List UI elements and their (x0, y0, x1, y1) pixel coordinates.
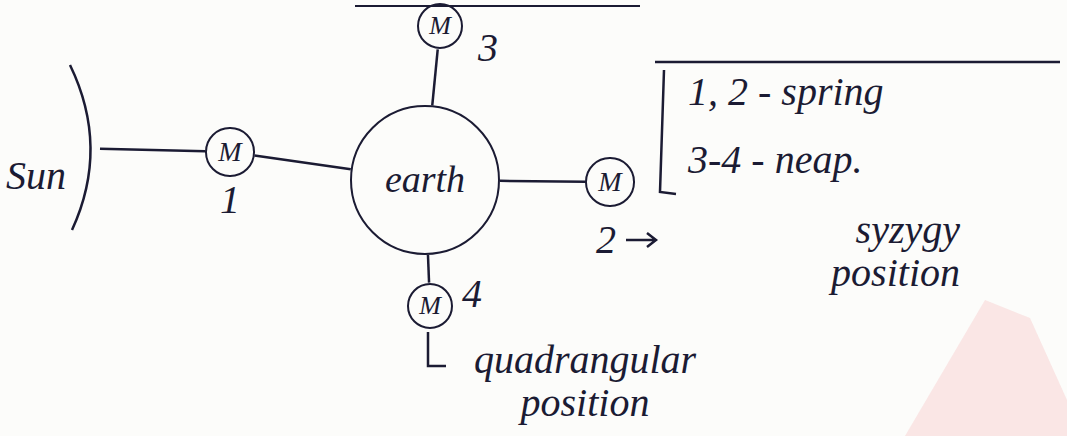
node-text: M (429, 12, 451, 39)
leader-line (428, 332, 446, 366)
note-label: 2 (596, 218, 616, 261)
note-label: syzygy position (720, 208, 960, 294)
note-label: 1, 2 - spring (688, 70, 884, 113)
node-text: M (218, 137, 241, 166)
connector-line (254, 156, 350, 170)
note-label: 4 (462, 272, 482, 315)
moon-circle: M (407, 283, 454, 330)
node-text: M (598, 167, 621, 196)
top-rule (355, 5, 640, 7)
note-label: 1 (220, 178, 240, 221)
note-label: 3 (478, 26, 498, 69)
note-label: quadrangular position (450, 338, 720, 424)
connector-line (100, 149, 205, 152)
sun-shape: Sun (0, 60, 100, 235)
watermark-shape (905, 300, 1067, 436)
connector-line (428, 255, 429, 283)
moon-circle: M (205, 127, 255, 177)
node-text: M (419, 292, 441, 319)
bracket-top (655, 61, 1060, 64)
node-text: Sun (6, 155, 66, 197)
note-label: 3-4 - neap. (688, 138, 862, 181)
sun-arc-path (70, 65, 91, 230)
connector-line (500, 180, 585, 183)
node-text: earth (385, 160, 465, 200)
pointer-arrow (626, 233, 656, 247)
moon-circle: M (417, 3, 464, 50)
sun-arc (0, 60, 100, 235)
bracket-left (660, 70, 676, 194)
earth-circle: earth (350, 105, 500, 255)
moon-circle: M (585, 157, 635, 207)
connector-line (432, 49, 437, 105)
